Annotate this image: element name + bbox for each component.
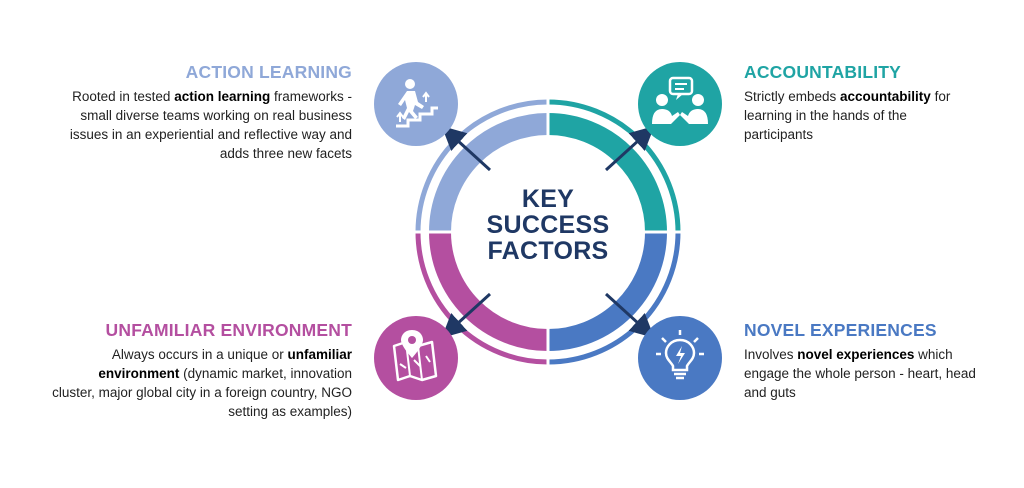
unfamiliar-environment-text-pre: Always occurs in a unique or xyxy=(111,347,288,362)
novel-experiences-text-pre: Involves xyxy=(744,347,798,362)
action-learning-title: ACTION LEARNING xyxy=(185,62,352,82)
inner-ring-unfamiliar-environment xyxy=(429,231,549,351)
accountability-title: ACCOUNTABILITY xyxy=(744,62,902,82)
accountability-icon-circle xyxy=(638,62,722,146)
novel-experiences-icon-circle xyxy=(638,316,722,400)
accountability-block: ACCOUNTABILITY Strictly embeds accountab… xyxy=(744,62,974,144)
unfamiliar-environment-description: Always occurs in a unique or unfamiliar … xyxy=(52,345,352,421)
unfamiliar-environment-text-bold: unfamiliar environment xyxy=(98,347,352,381)
unfamiliar-environment-block: UNFAMILIAR ENVIRONMENT Always occurs in … xyxy=(52,320,352,421)
inner-ring-action-learning xyxy=(429,113,549,233)
inner-ring-accountability xyxy=(547,113,667,233)
center-title: KEY SUCCESS FACTORS xyxy=(448,186,648,264)
center-title-line1: KEY xyxy=(521,185,575,213)
novel-experiences-description: Involves novel experiences which engage … xyxy=(744,345,994,402)
action-learning-description: Rooted in tested action learning framewo… xyxy=(52,87,352,163)
accountability-text-pre: Strictly embeds xyxy=(744,89,841,104)
novel-experiences-text-post: which engage the whole person - heart, h… xyxy=(744,347,976,400)
action-learning-text-bold: action learning xyxy=(174,89,271,104)
stairs-climber-icon xyxy=(396,79,438,128)
unfamiliar-environment-icon-circle xyxy=(374,316,458,400)
accountability-description: Strictly embeds accountability for learn… xyxy=(744,87,974,144)
action-learning-text-pre: Rooted in tested xyxy=(72,89,175,104)
map-pin-icon xyxy=(392,330,438,382)
arrow-novel-experiences xyxy=(604,292,655,339)
lightbulb-icon xyxy=(656,330,704,380)
center-title-line2: SUCCESS xyxy=(486,211,610,239)
arrow-unfamiliar-environment xyxy=(441,292,492,339)
inner-ring-novel-experiences xyxy=(547,231,667,351)
accountability-text-bold: accountability xyxy=(840,89,931,104)
unfamiliar-environment-title: UNFAMILIAR ENVIRONMENT xyxy=(105,320,352,340)
novel-experiences-text-bold: novel experiences xyxy=(797,347,915,362)
novel-experiences-block: NOVEL EXPERIENCES Involves novel experie… xyxy=(744,320,994,402)
conversation-icon xyxy=(652,76,708,124)
action-learning-text-post: frameworks - small diverse teams working… xyxy=(69,89,352,161)
action-learning-icon-circle xyxy=(374,62,458,146)
arrow-accountability xyxy=(604,125,655,172)
action-learning-block: ACTION LEARNING Rooted in tested action … xyxy=(52,62,352,163)
novel-experiences-title: NOVEL EXPERIENCES xyxy=(744,320,937,340)
center-title-line3: FACTORS xyxy=(487,237,609,265)
unfamiliar-environment-text-post: (dynamic market, innovation cluster, maj… xyxy=(52,366,352,419)
accountability-text-post: for learning in the hands of the partici… xyxy=(744,89,951,142)
arrow-action-learning xyxy=(441,125,492,172)
